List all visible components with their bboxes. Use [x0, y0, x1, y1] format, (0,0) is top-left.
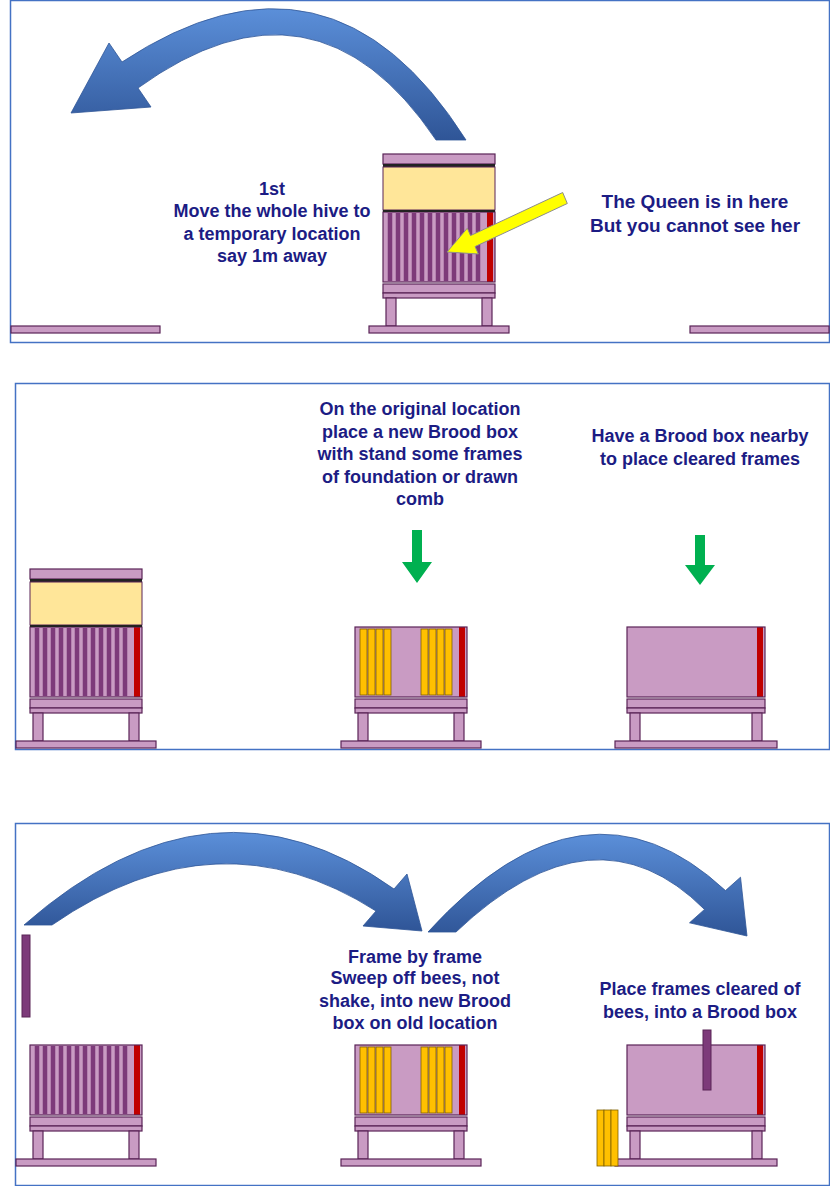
step-heading: 1st: [170, 178, 375, 201]
hive-stand: [615, 699, 777, 748]
ground-stand: [690, 326, 829, 333]
callout-text: The Queen is in here But you cannot see …: [587, 190, 803, 238]
hive-stand: [369, 284, 509, 333]
instruction-text: On the original location place a new Bro…: [313, 398, 528, 511]
place-arrow: [428, 834, 747, 936]
move-arrow: [71, 9, 466, 140]
hive-stand: [615, 1117, 777, 1166]
brood-box-full: [30, 627, 142, 697]
brood-box-empty: [627, 627, 765, 697]
pointer-arrow: [447, 193, 567, 255]
label-holder: Frame by frame: [310, 946, 520, 969]
hive-stand: [16, 699, 156, 748]
label-holder: 1st: [170, 178, 375, 201]
down-arrow: [685, 535, 715, 585]
hive-super-roof: [30, 569, 142, 627]
instruction-text: Move the whole hive to a temporary locat…: [169, 200, 375, 268]
label-holder: Have a Brood box nearby to place cleared…: [588, 425, 813, 470]
spare-frame: [597, 1110, 604, 1166]
ground-stand: [11, 326, 160, 333]
hive-super-roof: [383, 154, 495, 212]
step-heading: Frame by frame: [310, 946, 520, 969]
brood-box-new: [355, 627, 467, 697]
brood-box-new: [355, 1045, 467, 1115]
lifted-frame: [22, 935, 30, 1017]
spare-frame: [604, 1110, 611, 1166]
brood-box-full: [30, 1045, 142, 1115]
sweep-arrow: [24, 832, 422, 931]
label-holder: The Queen is in here But you cannot see …: [587, 190, 803, 238]
panel-frame: [16, 824, 830, 1186]
label-holder: Sweep off bees, not shake, into new Broo…: [310, 967, 520, 1035]
label-holder: On the original location place a new Bro…: [313, 398, 528, 511]
instruction-text: Place frames cleared of bees, into a Bro…: [593, 978, 808, 1023]
instruction-text: Have a Brood box nearby to place cleared…: [588, 425, 813, 470]
instruction-text: Sweep off bees, not shake, into new Broo…: [310, 967, 520, 1035]
hive-stand: [341, 1117, 481, 1166]
hive-stand: [16, 1117, 156, 1166]
hive-stand: [341, 699, 481, 748]
panel-frame: [11, 1, 830, 343]
placed-frame: [703, 1030, 711, 1090]
label-holder: Place frames cleared of bees, into a Bro…: [593, 978, 808, 1023]
brood-box-full: [383, 212, 495, 282]
down-arrow: [402, 530, 432, 583]
brood-box-empty: [627, 1045, 765, 1115]
label-holder: Move the whole hive to a temporary locat…: [169, 200, 375, 268]
panel-frame: [16, 384, 830, 750]
spare-frame: [611, 1110, 618, 1166]
